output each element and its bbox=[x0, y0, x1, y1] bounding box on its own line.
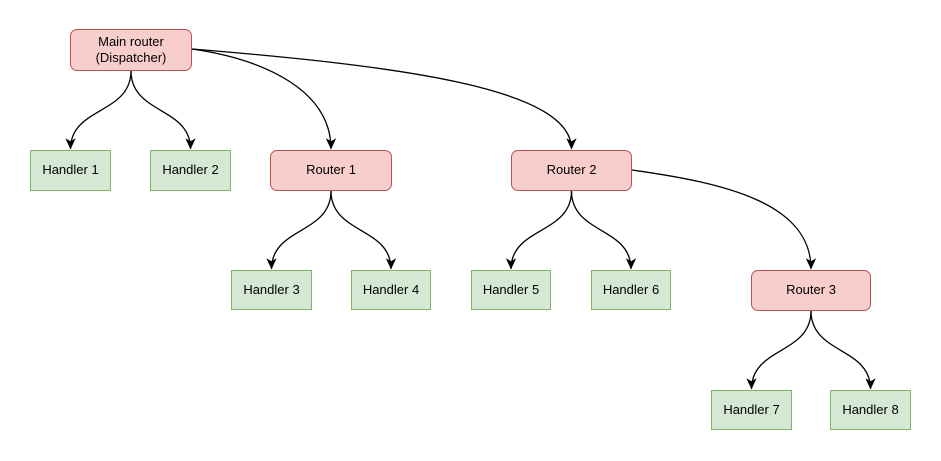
node-router-1[interactable]: Router 1 bbox=[270, 150, 392, 191]
edge-main-router-to-handler-1 bbox=[65, 70, 132, 150]
edge-router-3-to-handler-7 bbox=[746, 310, 812, 390]
edge-router-3-to-handler-8 bbox=[810, 310, 876, 390]
node-handler-4[interactable]: Handler 4 bbox=[351, 270, 431, 310]
edge-main-router-to-handler-2 bbox=[130, 70, 196, 150]
node-handler-2[interactable]: Handler 2 bbox=[150, 150, 231, 191]
edge-router-2-to-handler-6 bbox=[570, 190, 637, 270]
edges-group bbox=[65, 48, 876, 390]
node-router-2[interactable]: Router 2 bbox=[511, 150, 632, 191]
node-handler-7[interactable]: Handler 7 bbox=[711, 390, 792, 430]
node-main-router[interactable]: Main router (Dispatcher) bbox=[70, 29, 192, 71]
node-router-3[interactable]: Router 3 bbox=[751, 270, 871, 311]
node-handler-6[interactable]: Handler 6 bbox=[591, 270, 671, 310]
edge-router-2-to-router-3 bbox=[631, 169, 817, 270]
edge-router-1-to-handler-4 bbox=[330, 190, 397, 270]
node-handler-5[interactable]: Handler 5 bbox=[471, 270, 551, 310]
node-handler-8[interactable]: Handler 8 bbox=[830, 390, 911, 430]
node-handler-3[interactable]: Handler 3 bbox=[231, 270, 312, 310]
node-handler-1[interactable]: Handler 1 bbox=[30, 150, 111, 191]
edge-router-2-to-handler-5 bbox=[505, 190, 573, 270]
edge-main-router-to-router-1 bbox=[191, 48, 337, 150]
edge-router-1-to-handler-3 bbox=[266, 190, 332, 270]
edge-main-router-to-router-2 bbox=[191, 48, 577, 150]
